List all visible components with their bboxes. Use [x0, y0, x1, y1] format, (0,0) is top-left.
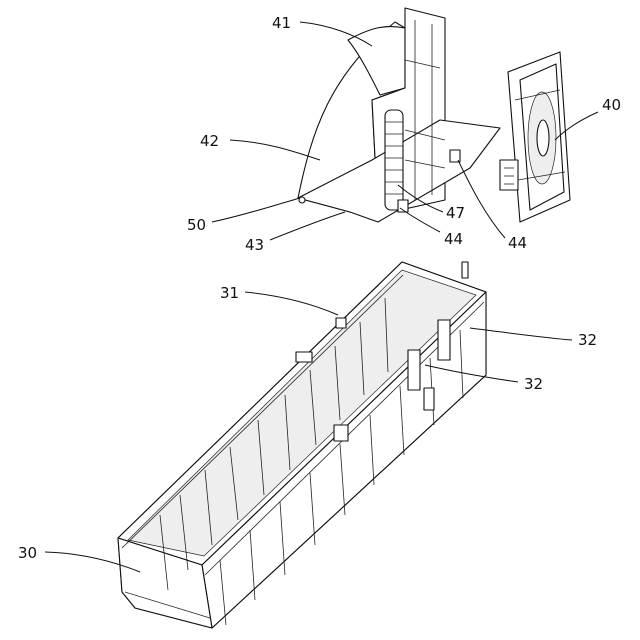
label-32b: 32	[524, 375, 543, 393]
trough-housing	[118, 262, 486, 628]
label-30: 30	[18, 544, 37, 562]
label-32a: 32	[578, 331, 597, 349]
label-42: 42	[200, 132, 219, 150]
label-44a: 44	[444, 230, 463, 248]
label-31: 31	[220, 284, 239, 302]
fan-unit	[500, 52, 570, 222]
duct-housing	[298, 8, 500, 222]
label-41: 41	[272, 14, 291, 32]
label-40: 40	[602, 96, 621, 114]
label-50: 50	[187, 216, 206, 234]
duct-conduit	[385, 110, 403, 210]
label-43: 43	[245, 236, 264, 254]
label-44b: 44	[508, 234, 527, 252]
label-47: 47	[446, 204, 465, 222]
